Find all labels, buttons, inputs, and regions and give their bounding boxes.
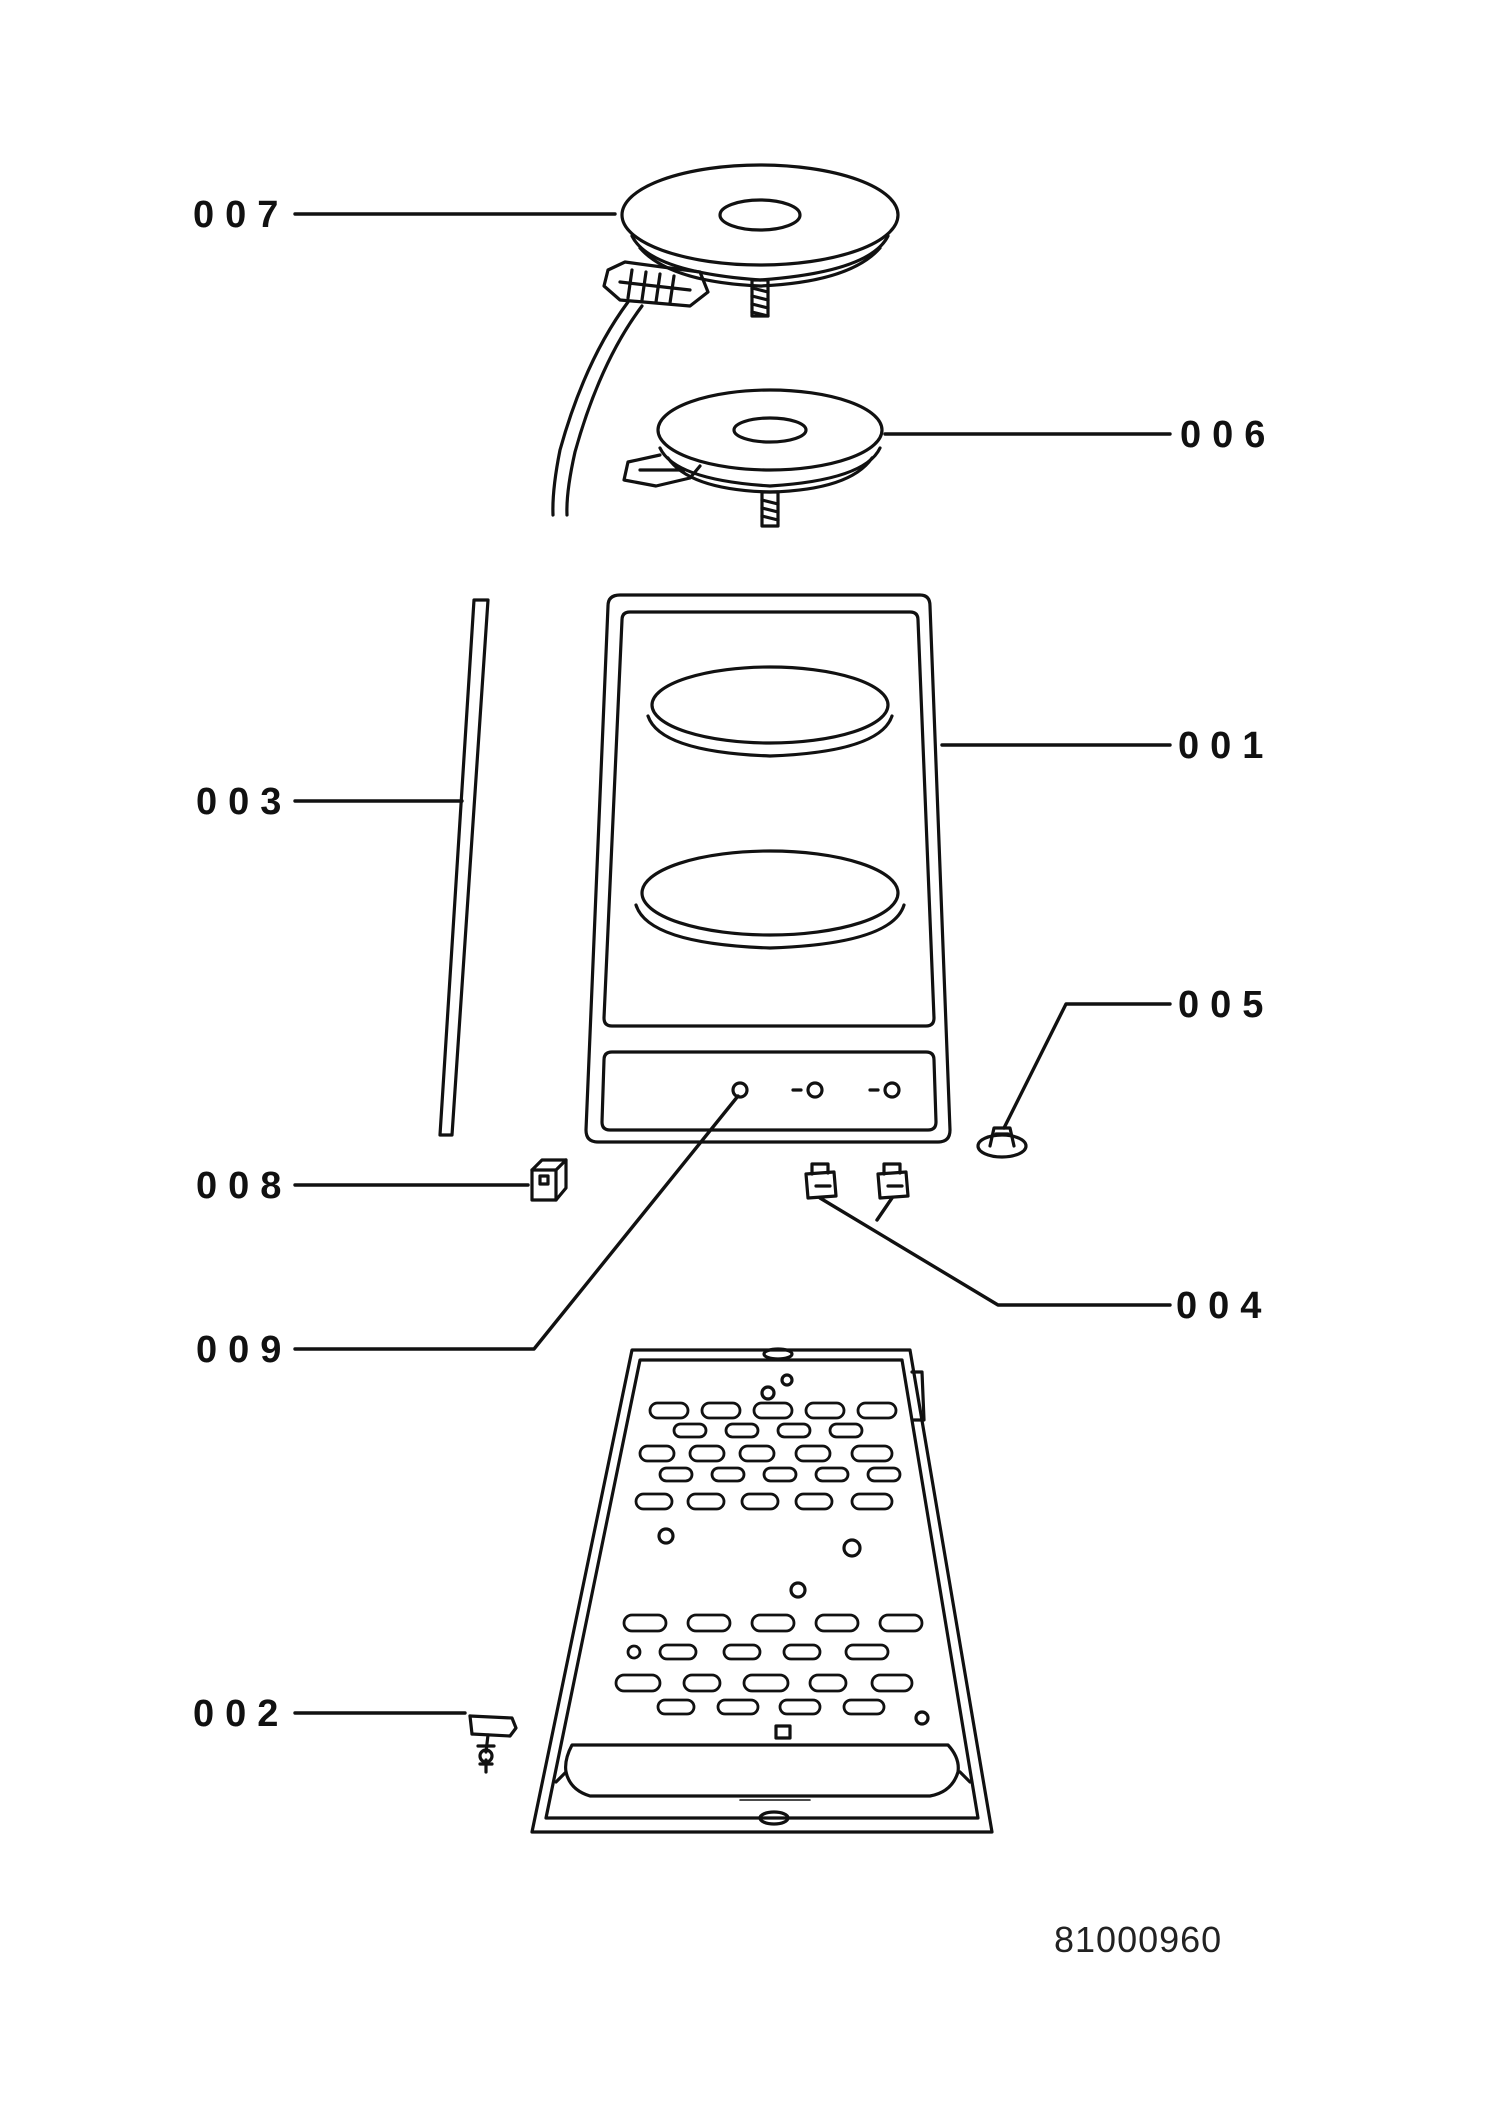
part-label-003: 003 bbox=[196, 781, 293, 823]
leader-lines bbox=[293, 212, 1172, 1715]
part-label-006: 006 bbox=[1180, 414, 1277, 456]
terminal-connectors-icon bbox=[804, 1162, 910, 1200]
control-knob-icon bbox=[976, 1126, 1028, 1159]
part-label-008: 008 bbox=[196, 1165, 293, 1207]
part-label-007: 007 bbox=[193, 194, 290, 236]
document-number: 81000960 bbox=[1054, 1919, 1223, 1960]
part-label-005: 005 bbox=[1178, 984, 1275, 1026]
fixing-clip-icon bbox=[530, 1158, 568, 1202]
part-label-002: 002 bbox=[193, 1693, 290, 1735]
part-label-001: 001 bbox=[1178, 725, 1275, 767]
seal-strip-icon bbox=[438, 598, 490, 1137]
screw-bracket-icon bbox=[468, 1714, 518, 1774]
bottom-tray-icon bbox=[530, 1347, 994, 1834]
large-hotplate-icon bbox=[551, 163, 900, 517]
cooktop-panel-icon bbox=[584, 593, 952, 1144]
part-label-009: 009 bbox=[196, 1329, 293, 1371]
part-label-004: 004 bbox=[1176, 1285, 1273, 1327]
small-hotplate-icon bbox=[622, 388, 884, 528]
